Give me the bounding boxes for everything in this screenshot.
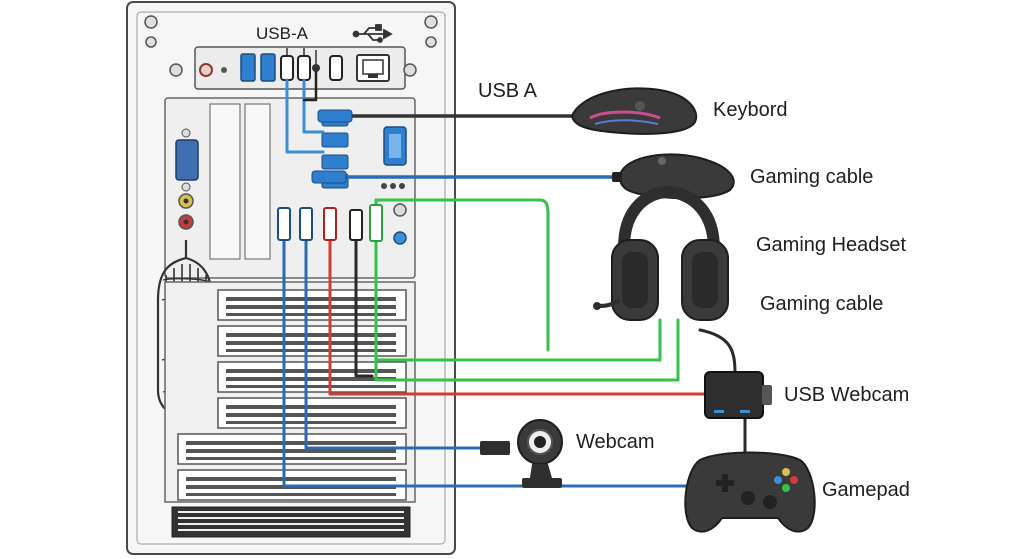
gamepad-device: [684, 451, 816, 533]
webcam-cable: [304, 238, 482, 450]
label-keyboard: Keybord: [713, 99, 788, 121]
label-usb-a-header: USB-A: [256, 24, 309, 43]
label-webcam: Webcam: [576, 431, 655, 453]
label-gaming-cable-1: Gaming cable: [750, 166, 873, 188]
gaming-mouse-device: [612, 153, 735, 200]
label-gamepad: Gamepad: [822, 479, 910, 501]
gaming-headset-device: [593, 185, 729, 321]
pc-case: [126, 1, 456, 555]
usb-hub-device: [704, 371, 772, 419]
case-screws: [144, 15, 438, 48]
cables: [277, 70, 747, 488]
gamepad-cable: [282, 238, 692, 488]
usb-webcam-cable: [328, 238, 707, 396]
webcam-device: [480, 419, 563, 488]
label-gaming-cable-2: Gaming cable: [760, 293, 883, 315]
ethernet-port-icon: [356, 54, 390, 82]
label-usb-a: USB A: [478, 80, 538, 102]
vga-port-icon: [175, 128, 199, 192]
label-usb-webcam: USB Webcam: [784, 384, 909, 406]
keyboard-mouse-device: [570, 87, 698, 135]
usb-symbol-icon: [352, 24, 393, 43]
label-gaming-headset: Gaming Headset: [756, 234, 907, 256]
